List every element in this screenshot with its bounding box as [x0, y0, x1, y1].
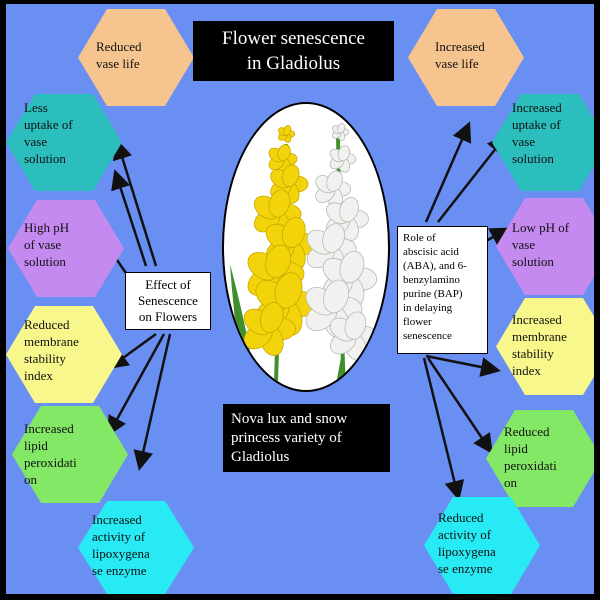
arrow-right-5 — [426, 357, 493, 455]
hex-left-label-1: Reduced vase life — [96, 39, 142, 71]
hex-right-label-6: Reduced activity of lipoxygena se enzyme — [438, 510, 496, 576]
hex-right-label-1: Increased vase life — [435, 39, 485, 71]
hex-left-label-4: Reduced membrane stability index — [24, 317, 79, 383]
title-box: Flower senescence in Gladiolus — [193, 21, 394, 81]
arrow-left-6 — [133, 333, 172, 471]
arrows-layer — [103, 121, 511, 501]
white-flowers — [305, 123, 378, 361]
diagram-canvas: Reduced vase life Less uptake of vase so… — [6, 4, 594, 594]
arrow-left-1 — [111, 169, 148, 267]
yellow-bloom-2 — [268, 144, 298, 174]
hex-right-label-3: Low pH of vase solution — [512, 220, 570, 269]
role-of-aba-bap-box: Role of abscisic acid (ABA), and 6- benz… — [397, 226, 488, 354]
white-bloom-8 — [329, 311, 378, 361]
hex-left-label-5: Increased lipid peroxidati on — [24, 421, 77, 487]
arrow-left-4 — [107, 332, 157, 369]
hex-right-label-5: Reduced lipid peroxidati on — [504, 424, 557, 490]
arrow-right-4 — [425, 354, 501, 377]
white-bloom-1 — [332, 123, 350, 141]
white-bloom-2 — [329, 145, 357, 173]
yellow-bloom-8 — [243, 302, 296, 356]
hex-left-label-6: Increased activity of lipoxygena se enzy… — [92, 512, 150, 578]
arrow-right-2 — [437, 134, 508, 223]
hex-left-label-3: High pH of vase solution — [24, 220, 70, 269]
arrow-right-1 — [424, 121, 472, 223]
arrow-left-5 — [107, 333, 166, 437]
gladiolus-illustration — [230, 123, 378, 390]
yellow-bloom-1 — [278, 125, 296, 143]
hex-left-label-2: Less uptake of vase solution — [24, 100, 73, 166]
yellow-flowers — [243, 125, 318, 356]
arrow-left-2 — [112, 139, 158, 267]
effect-of-senescence-box: Effect of Senescence on Flowers — [125, 272, 211, 330]
arrow-right-6 — [422, 357, 465, 501]
white-bloom-3 — [315, 170, 352, 208]
variety-caption: Nova lux and snow princess variety of Gl… — [223, 404, 390, 472]
hex-right-increased-vase-life — [408, 9, 524, 106]
hex-right-label-2: Increased uptake of vase solution — [512, 100, 562, 166]
flower-photo — [222, 102, 390, 392]
hex-right-label-4: Increased membrane stability index — [512, 312, 567, 378]
